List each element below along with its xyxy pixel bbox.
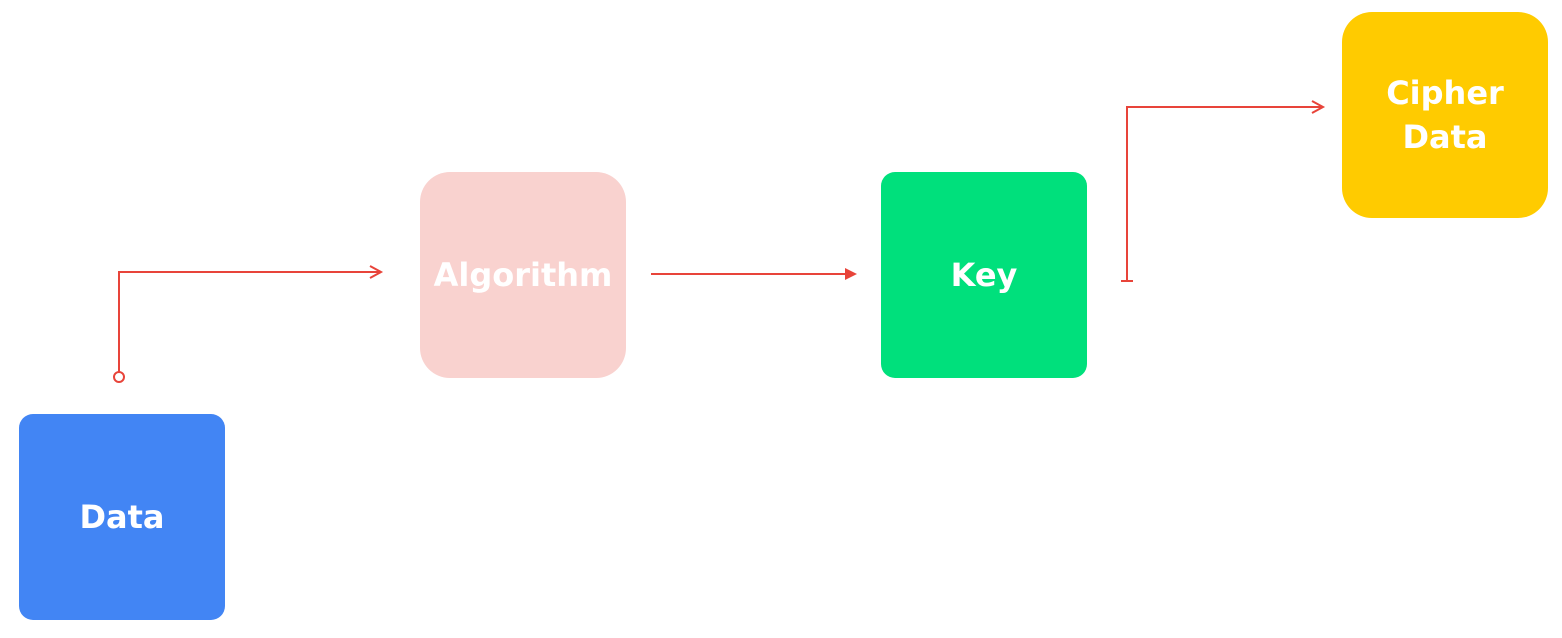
data-node: Data [19,414,225,620]
data-node-label: Data [79,498,165,536]
arrowhead-open-icon [369,265,384,279]
edge-start-circle-icon [113,371,125,383]
cipher-data-node-label: Cipher Data [1386,74,1504,156]
edge-key-to-cipher-data [1121,100,1326,282]
edge-data-to-algorithm [113,265,384,383]
arrowhead-open-icon [1311,100,1326,114]
algorithm-node-label: Algorithm [433,256,613,294]
arrowhead-filled-icon [845,268,857,280]
key-node: Key [881,172,1087,378]
cipher-data-node: Cipher Data [1342,12,1548,218]
edge-algorithm-to-key [651,268,857,280]
key-node-label: Key [950,256,1018,294]
algorithm-node: Algorithm [420,172,626,378]
